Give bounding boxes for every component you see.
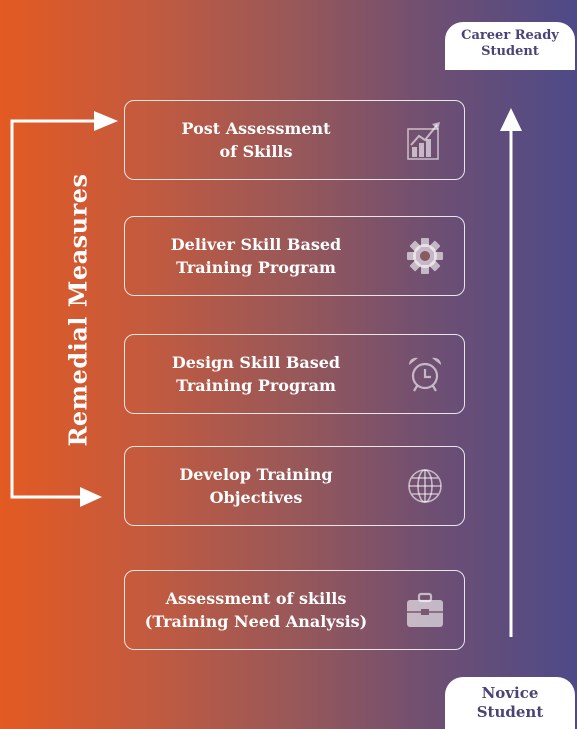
chart-icon — [404, 119, 446, 161]
novice-badge: Novice Student — [445, 677, 575, 729]
step-label: Design Skill Based Training Program — [171, 353, 341, 395]
novice-label: Novice Student — [476, 684, 544, 721]
step-design-training: Design Skill Based Training Program — [124, 334, 465, 414]
career-ready-badge: Career Ready Student — [445, 22, 575, 70]
bracket-arrowhead-bottom — [80, 487, 102, 507]
briefcase-icon — [404, 589, 446, 631]
step-label: Assessment of skills (Training Need Anal… — [144, 589, 368, 631]
step-develop-objectives: Develop Training Objectives — [124, 446, 465, 526]
remedial-bracket-line — [10, 119, 98, 499]
step-label: Develop Training Objectives — [179, 465, 333, 507]
globe-icon — [404, 465, 446, 507]
gear-icon — [404, 235, 446, 277]
step-assessment-tna: Assessment of skills (Training Need Anal… — [124, 570, 465, 650]
remedial-measures-label: Remedial Measures — [63, 173, 93, 447]
step-label: Deliver Skill Based Training Program — [170, 235, 342, 277]
alarm-clock-icon — [404, 353, 446, 395]
progress-arrowhead — [500, 108, 522, 131]
bracket-arrowhead-top — [94, 111, 118, 131]
step-deliver-training: Deliver Skill Based Training Program — [124, 216, 465, 296]
step-label: Post Assessment of Skills — [181, 119, 331, 161]
step-post-assessment: Post Assessment of Skills — [124, 100, 465, 180]
career-ready-label: Career Ready Student — [461, 28, 559, 59]
